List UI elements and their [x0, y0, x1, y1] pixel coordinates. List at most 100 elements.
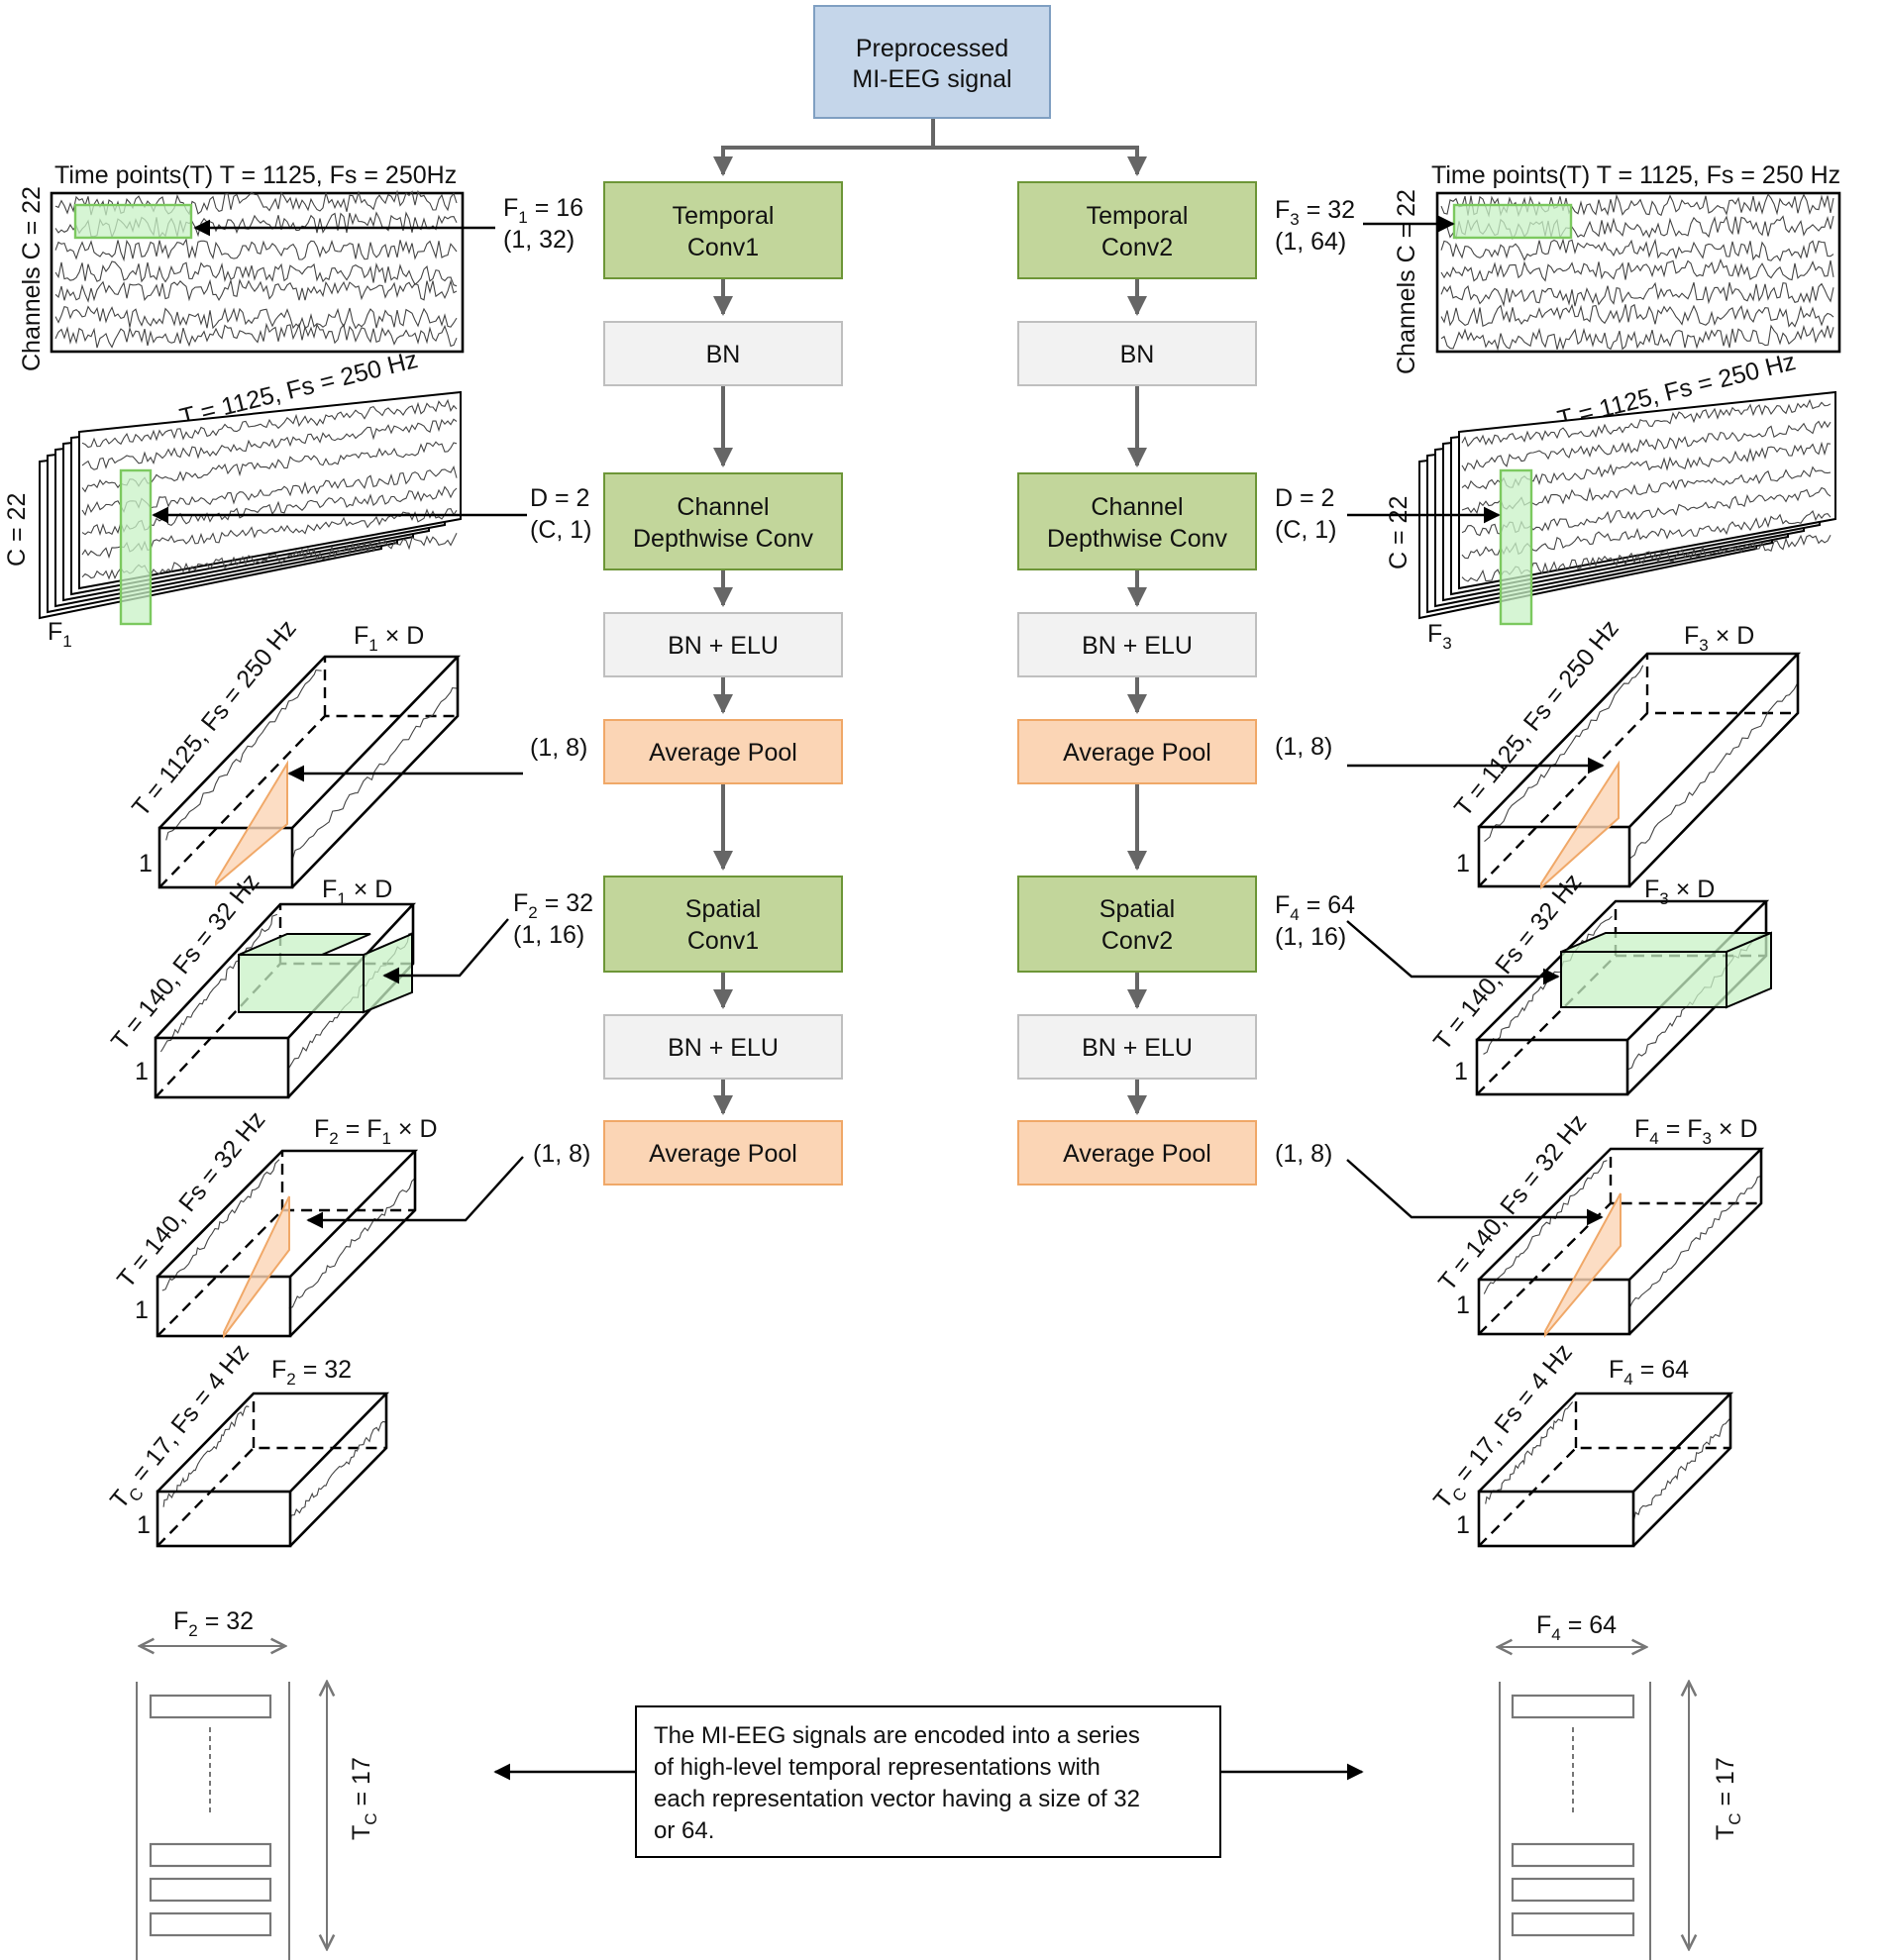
param-f2: F2 = 32 — [513, 889, 593, 922]
left-representation: F2 = 32 TC = 17 — [136, 1607, 380, 1960]
temporal-conv1-line1: Temporal — [673, 202, 775, 230]
right-eeg-channels-label: Channels C = 22 — [1393, 189, 1420, 374]
right-pointer-arrows — [1346, 215, 1605, 1226]
temporal-conv2-line2: Conv2 — [1101, 234, 1173, 261]
left-eeg-time-label: Time points(T) T = 1125, Fs = 250Hz — [54, 161, 457, 189]
right-box-1 — [1477, 652, 1802, 888]
temporal-conv2-line1: Temporal — [1087, 202, 1189, 230]
right-pool1-window — [1540, 760, 1620, 890]
left-eeg-traces — [54, 189, 458, 349]
param-f4: F4 = 64 — [1275, 891, 1355, 924]
right-stack-f-label: F3 — [1427, 620, 1452, 653]
avg-pool-block-right-1: Average Pool — [1017, 719, 1257, 784]
params-right: F3 = 32 (1, 64) D = 2 (C, 1) (1, 8) F4 =… — [1275, 196, 1355, 1168]
left-box-4 — [156, 1392, 390, 1548]
depthwise-line1-left: Channel — [677, 493, 769, 521]
right-repr-height-label: TC = 17 — [1712, 1757, 1744, 1840]
right-box4-depth-label: F4 = 64 — [1609, 1356, 1689, 1389]
depthwise-line1-right: Channel — [1091, 493, 1183, 521]
depthwise-conv-block-left: Channel Depthwise Conv — [603, 472, 843, 570]
note-line1: The MI-EEG signals are encoded into a se… — [654, 1722, 1140, 1749]
bn-elu-block-left-2: BN + ELU — [603, 1014, 843, 1080]
depthwise-line2-left: Depthwise Conv — [633, 525, 814, 553]
bn-elu-label-right-2: BN + ELU — [1082, 1034, 1193, 1062]
left-box1-depth-label: F1 × D — [354, 622, 424, 655]
param-pool2-right: (1, 8) — [1275, 1140, 1332, 1168]
bn-block-right: BN — [1017, 321, 1257, 386]
left-pointer-arrows — [152, 219, 527, 1229]
right-stack-c-label: C = 22 — [1385, 496, 1413, 569]
right-repr-width-label: F4 = 64 — [1536, 1611, 1617, 1644]
left-eeg-raw: Time points(T) T = 1125, Fs = 250Hz Chan… — [18, 161, 465, 371]
right-temporal-kernel-highlight — [1452, 203, 1573, 240]
note-line3: each representation vector having a size… — [654, 1786, 1140, 1812]
bn-elu-label-right-1: BN + ELU — [1082, 632, 1193, 660]
right-box2-depth-label: F3 × D — [1644, 876, 1715, 908]
left-repr-height-label: TC = 17 — [348, 1757, 380, 1840]
param-pool1-left: (1, 8) — [530, 734, 587, 762]
bn-label-left: BN — [706, 341, 741, 368]
bn-elu-label-left-1: BN + ELU — [668, 632, 779, 660]
left-eeg-channels-label: Channels C = 22 — [18, 186, 46, 371]
left-box4-one: 1 — [137, 1511, 151, 1539]
spatial-conv2-block: Spatial Conv2 — [1017, 876, 1257, 973]
bn-elu-label-left-2: BN + ELU — [668, 1034, 779, 1062]
left-branch: Temporal Conv1 BN Channel Depthwise Conv… — [603, 181, 843, 1186]
param-f3: F3 = 32 — [1275, 196, 1355, 229]
right-spatial-kernel-cube — [1560, 931, 1772, 1009]
spatial-conv1-block: Spatial Conv1 — [603, 876, 843, 973]
left-box4-depth-label: F2 = 32 — [271, 1356, 352, 1389]
param-d-left: D = 2 — [530, 484, 589, 512]
left-box3-one: 1 — [135, 1296, 149, 1324]
spatial-conv1-line2: Conv1 — [687, 927, 759, 955]
left-box2-depth-label: F1 × D — [322, 876, 392, 908]
left-pool2-window — [223, 1195, 290, 1339]
left-spatial-kernel-cube — [238, 932, 413, 1014]
param-kernel-depthwise-right: (C, 1) — [1275, 516, 1337, 544]
right-eeg-raw: Time points(T) T = 1125, Fs = 250 Hz Cha… — [1393, 161, 1841, 374]
left-eeg-stack: T = 1125, Fs = 250 Hz C = 22 F1 — [3, 346, 462, 651]
right-box3-depth-label: F4 = F3 × D — [1634, 1115, 1758, 1148]
param-kernel-temporal-left: (1, 32) — [503, 226, 575, 254]
bn-label-right: BN — [1120, 341, 1155, 368]
right-box3-one: 1 — [1456, 1291, 1470, 1319]
right-pool2-window — [1544, 1192, 1622, 1338]
right-box1-one: 1 — [1456, 850, 1470, 877]
left-stack-f-label: F1 — [48, 618, 72, 651]
param-pool1-right: (1, 8) — [1275, 733, 1332, 761]
left-repr-width-label: F2 = 32 — [173, 1607, 254, 1640]
param-kernel-temporal-right: (1, 64) — [1275, 228, 1346, 256]
right-representation: F4 = 64 TC = 17 — [1498, 1611, 1744, 1960]
input-block: Preprocessed MI-EEG signal — [813, 5, 1051, 119]
temporal-conv1-line2: Conv1 — [687, 234, 759, 261]
params-left: F1 = 16 (1, 32) D = 2 (C, 1) (1, 8) F2 =… — [503, 194, 593, 1168]
depthwise-conv-block-right: Channel Depthwise Conv — [1017, 472, 1257, 570]
avg-pool-label-left-1: Average Pool — [649, 739, 797, 767]
left-stack-c-label: C = 22 — [3, 493, 31, 567]
left-box3-depth-label: F2 = F1 × D — [314, 1115, 438, 1148]
right-depthwise-kernel-highlight — [1499, 468, 1533, 626]
param-kernel-depthwise-left: (C, 1) — [530, 516, 592, 544]
spatial-conv1-line1: Spatial — [685, 895, 761, 923]
depthwise-line2-right: Depthwise Conv — [1047, 525, 1228, 553]
temporal-conv2-block: Temporal Conv2 — [1017, 181, 1257, 279]
right-box4-one: 1 — [1456, 1511, 1470, 1539]
avg-pool-block-right-2: Average Pool — [1017, 1120, 1257, 1186]
right-box1-depth-label: F3 × D — [1684, 622, 1754, 655]
summary-note: The MI-EEG signals are encoded into a se… — [493, 1705, 1364, 1858]
avg-pool-label-left-2: Average Pool — [649, 1140, 797, 1168]
right-branch: Temporal Conv2 BN Channel Depthwise Conv… — [1017, 181, 1257, 1186]
param-kernel-spatial-left: (1, 16) — [513, 921, 584, 949]
note-line4: or 64. — [654, 1817, 714, 1844]
bn-elu-block-left-1: BN + ELU — [603, 612, 843, 677]
left-temporal-kernel-highlight — [73, 203, 193, 240]
left-depthwise-kernel-highlight — [119, 468, 153, 626]
avg-pool-label-right-1: Average Pool — [1063, 739, 1211, 767]
input-block-line2: MI-EEG signal — [852, 65, 1011, 93]
right-box-3 — [1477, 1147, 1765, 1336]
avg-pool-label-right-2: Average Pool — [1063, 1140, 1211, 1168]
bn-elu-block-right-1: BN + ELU — [1017, 612, 1257, 677]
right-stack-layers — [1418, 390, 1836, 620]
right-box2-one: 1 — [1454, 1058, 1468, 1085]
